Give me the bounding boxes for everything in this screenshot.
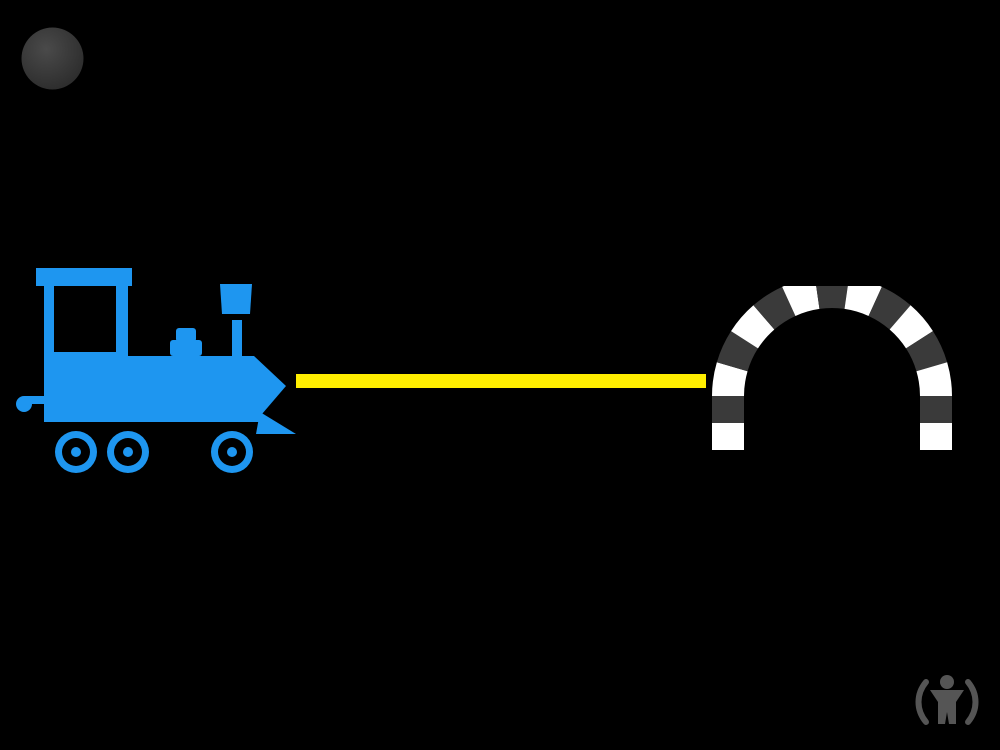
tunnel-stripe <box>782 286 820 316</box>
badge-right-paren <box>965 679 979 725</box>
train-body <box>16 268 296 434</box>
train-wheels <box>55 431 253 473</box>
person-figure-icon[interactable] <box>914 672 980 730</box>
menu-button[interactable] <box>21 27 84 90</box>
tunnel-stripe <box>716 331 758 372</box>
tunnel-stripe <box>712 362 748 396</box>
tunnel-stripe <box>753 286 796 330</box>
tunnel-stripe <box>731 305 775 349</box>
tunnel-stripe <box>920 396 952 423</box>
train-icon[interactable] <box>14 264 298 478</box>
tunnel-stripe <box>920 423 952 450</box>
tunnel-arch <box>712 286 952 450</box>
tunnel-stripe <box>889 305 933 349</box>
tunnel-stripe <box>712 396 744 423</box>
tunnel-stripe <box>906 331 948 372</box>
tunnel-stripe <box>712 423 744 450</box>
track-path-line <box>296 374 706 388</box>
tunnel-stripe <box>916 362 952 396</box>
badge-figure <box>930 675 964 724</box>
cab-window <box>54 288 116 352</box>
menu-button-circle <box>21 27 84 90</box>
tunnel-stripe <box>816 286 848 309</box>
badge-left-paren <box>915 679 929 725</box>
tunnel-icon <box>712 286 952 450</box>
tunnel-stripe <box>868 286 911 330</box>
tunnel-stripe <box>844 286 882 316</box>
